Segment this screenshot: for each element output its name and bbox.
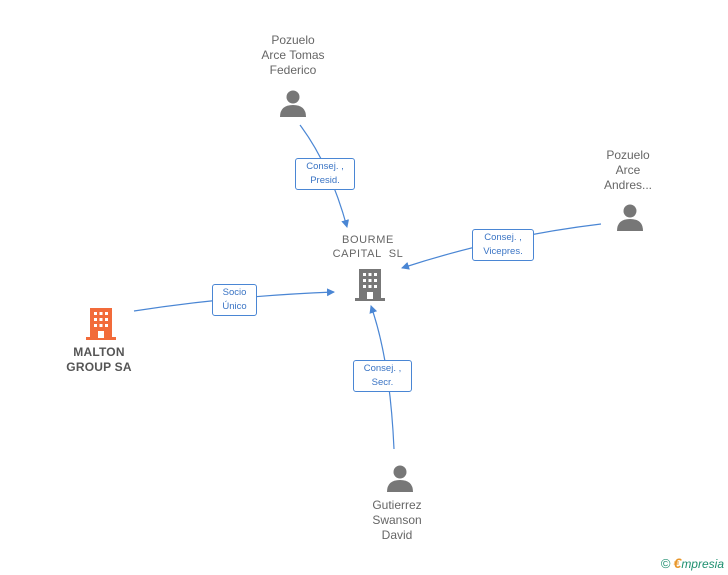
brand-name: mpresia xyxy=(681,557,724,571)
node-label-bourme[interactable]: BOURME CAPITAL SL xyxy=(332,234,404,260)
edge-label-tomas-to-bourme[interactable]: Consej. , Presid. xyxy=(295,158,355,190)
node-label-pozuelo-tomas[interactable]: Pozuelo Arce Tomas Federico xyxy=(261,33,325,77)
person-icon[interactable] xyxy=(615,202,645,232)
edge-label-gutierrez-to-bourme[interactable]: Consej. , Secr. xyxy=(353,360,412,392)
copyright-mark: © xyxy=(660,556,671,571)
person-icon[interactable] xyxy=(278,88,308,118)
building-icon[interactable] xyxy=(354,267,386,302)
brand-logo-initial: € xyxy=(673,555,682,571)
building-icon[interactable] xyxy=(85,306,117,341)
edge-label-malton-to-bourme[interactable]: Socio Único xyxy=(212,284,257,316)
node-label-pozuelo-andres[interactable]: Pozuelo Arce Andres... xyxy=(603,148,653,192)
edge-label-andres-to-bourme[interactable]: Consej. , Vicepres. xyxy=(472,229,534,261)
node-label-malton[interactable]: MALTON GROUP SA xyxy=(66,345,132,374)
brand-footer: ©€mpresia xyxy=(661,555,724,571)
node-label-gutierrez[interactable]: Gutierrez Swanson David xyxy=(372,498,422,542)
person-icon[interactable] xyxy=(385,463,415,493)
